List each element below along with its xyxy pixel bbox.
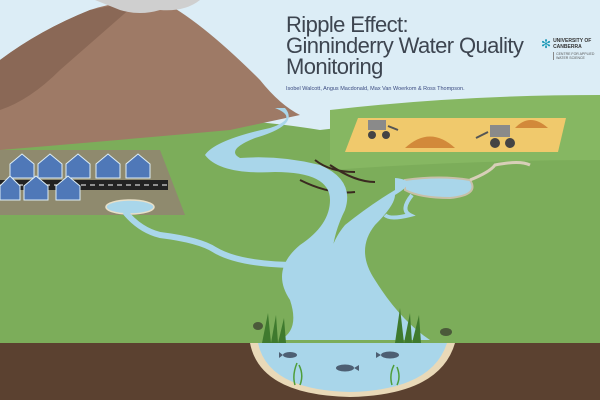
logo-sub-1: CENTRE FOR APPLIED bbox=[556, 52, 595, 56]
fish-icons bbox=[279, 351, 399, 372]
frog-icons bbox=[253, 322, 452, 336]
reeds bbox=[262, 308, 421, 343]
sediment-channel bbox=[469, 161, 531, 182]
poster-title: Ripple Effect: Ginninderry Water Quality… bbox=[286, 12, 530, 79]
river bbox=[205, 108, 430, 340]
water-plants bbox=[293, 362, 400, 386]
tractor-icon bbox=[368, 120, 399, 139]
stormwater-pond bbox=[105, 199, 155, 215]
logo-line-1: UNIVERSITY OF bbox=[553, 38, 592, 44]
snowflake-star-icon: ✻ bbox=[541, 37, 552, 51]
title-line-2: Ginninderry Water Quality bbox=[286, 33, 524, 58]
dirt-pile-small bbox=[515, 120, 548, 128]
title-line-3: Monitoring bbox=[286, 54, 383, 79]
logo-line-2: CANBERRA bbox=[553, 44, 582, 50]
houses bbox=[0, 153, 151, 201]
logo-text: UNIVERSITY OF CANBERRA CENTRE FOR APPLIE… bbox=[553, 38, 594, 60]
bulldozer-icon bbox=[475, 125, 515, 148]
authors: Isobel Walcott, Angus Macdonald, Max Van… bbox=[286, 86, 465, 92]
sediment-pond bbox=[404, 176, 474, 200]
logo-subtitle: CENTRE FOR APPLIED WATER SCIENCE bbox=[553, 52, 594, 60]
university-logo: ✻ UNIVERSITY OF CANBERRA CENTRE FOR APPL… bbox=[541, 38, 594, 60]
title-line-1: Ripple Effect: bbox=[286, 12, 409, 37]
logo-sub-2: WATER SCIENCE bbox=[556, 56, 585, 60]
pond-outflow bbox=[383, 193, 416, 220]
mountain-shadow bbox=[0, 0, 140, 110]
dirt-pile bbox=[405, 136, 455, 148]
snow-cap bbox=[95, 0, 200, 13]
